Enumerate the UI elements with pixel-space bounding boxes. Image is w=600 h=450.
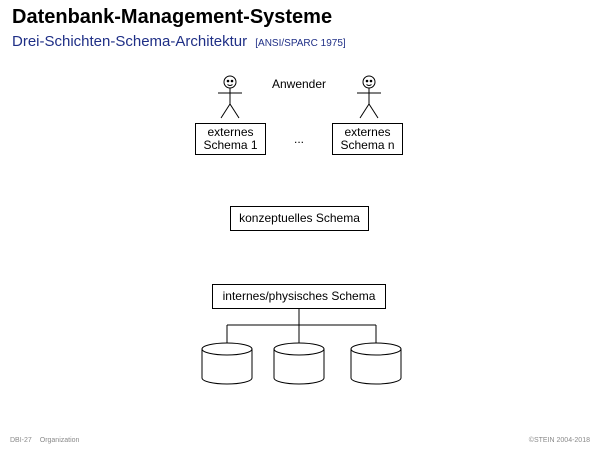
database-cylinder-icon: [273, 342, 325, 385]
slide-subtitle: Drei-Schichten-Schema-Architektur [ANSI/…: [12, 33, 346, 50]
external-schema-1-line2: Schema 1: [203, 138, 258, 152]
footer-copyright: ©STEIN 2004-2018: [528, 437, 590, 444]
ellipsis: ...: [293, 132, 304, 146]
conceptual-schema-box: konzeptuelles Schema: [230, 206, 369, 231]
user-stick-figure-icon: [218, 75, 242, 119]
external-schema-n-box: externes Schema n: [332, 123, 403, 155]
footer-section: Organization: [39, 437, 80, 444]
footer-left: DBI-27 Organization: [10, 437, 79, 444]
external-schema-n-line2: Schema n: [340, 138, 395, 152]
users-label: Anwender: [271, 77, 327, 91]
subtitle-reference: [ANSI/SPARC 1975]: [255, 38, 346, 49]
external-schema-1-box: externes Schema 1: [195, 123, 266, 155]
internal-schema-label: internes/physisches Schema: [222, 289, 376, 303]
database-cylinder-icon: [201, 342, 253, 385]
database-cylinder-icon: [350, 342, 402, 385]
internal-schema-box: internes/physisches Schema: [212, 284, 386, 309]
footer-page: DBI-27: [10, 437, 32, 444]
user-stick-figure-icon: [357, 75, 381, 119]
external-schema-1-line1: externes: [207, 125, 254, 139]
subtitle-text: Drei-Schichten-Schema-Architektur: [12, 33, 248, 50]
external-schema-n-line1: externes: [344, 125, 391, 139]
conceptual-schema-label: konzeptuelles Schema: [239, 211, 360, 225]
slide-title: Datenbank-Management-Systeme: [12, 6, 333, 28]
